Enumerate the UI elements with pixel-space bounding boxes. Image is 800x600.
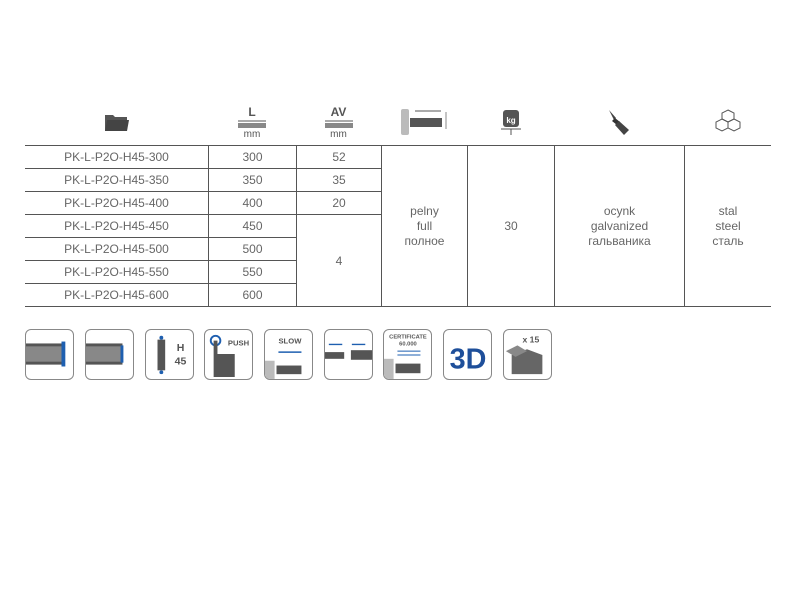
product-code: PK-L-P2O-H45-450 [25, 214, 209, 238]
material-en: steel [715, 218, 741, 233]
av-value: 52 [296, 145, 382, 169]
load-value: 30 [467, 145, 555, 307]
paint-brush-icon [554, 100, 684, 144]
finish-ru: гальваника [588, 233, 651, 248]
slow-label: SLOW [278, 336, 302, 345]
length-value: 350 [208, 168, 297, 192]
av-ruler-icon: AV mm [296, 100, 381, 144]
extension-pl: pelny [410, 203, 439, 218]
rail-left-icon [25, 329, 74, 380]
length-label: L [248, 104, 256, 119]
av-value: 20 [296, 191, 382, 215]
cycles-label: 60.000 [399, 341, 417, 347]
material-ru: сталь [712, 233, 744, 248]
certificate-label: CERTIFICATE [389, 335, 427, 341]
material-pl: stal [718, 203, 738, 218]
av-value: 35 [296, 168, 382, 192]
height-45-icon: H 45 [145, 329, 194, 380]
push-open-icon: PUSH [204, 329, 253, 380]
length-value: 300 [208, 145, 297, 169]
length-ruler-icon: L mm [208, 100, 296, 144]
height-label: H [177, 342, 185, 354]
slide-direction-icon [324, 329, 373, 380]
weight-unit: kg [506, 116, 515, 125]
soft-close-icon: SLOW [264, 329, 313, 380]
pack-quantity: x 15 [522, 335, 539, 345]
av-value-merged: 4 [296, 214, 382, 307]
product-code: PK-L-P2O-H45-500 [25, 237, 209, 261]
push-label: PUSH [228, 338, 250, 347]
length-value: 600 [208, 283, 297, 307]
product-code: PK-L-P2O-H45-350 [25, 168, 209, 192]
3d-label: 3D [450, 343, 487, 375]
folder-icon [25, 100, 208, 144]
length-value: 400 [208, 191, 297, 215]
cubes-material-icon [684, 100, 771, 144]
finish-pl: ocynk [603, 203, 636, 218]
product-code: PK-L-P2O-H45-550 [25, 260, 209, 284]
length-value: 450 [208, 214, 297, 238]
weight-icon: kg [467, 100, 554, 144]
product-code: PK-L-P2O-H45-300 [25, 145, 209, 169]
product-code: PK-L-P2O-H45-400 [25, 191, 209, 215]
av-label: AV [330, 104, 347, 119]
product-code: PK-L-P2O-H45-600 [25, 283, 209, 307]
length-unit: mm [243, 128, 261, 140]
3d-model-icon: 3D [443, 329, 492, 380]
finish-en: galvanized [590, 218, 649, 233]
height-value: 45 [175, 356, 187, 368]
package-quantity-icon: x 15 [503, 329, 552, 380]
length-value: 500 [208, 237, 297, 261]
av-unit: mm [330, 128, 347, 140]
rail-right-icon [85, 329, 134, 380]
extension-ru: полное [404, 233, 445, 248]
extension-en: full [416, 218, 433, 233]
length-value: 550 [208, 260, 297, 284]
full-extension-icon [381, 100, 467, 144]
